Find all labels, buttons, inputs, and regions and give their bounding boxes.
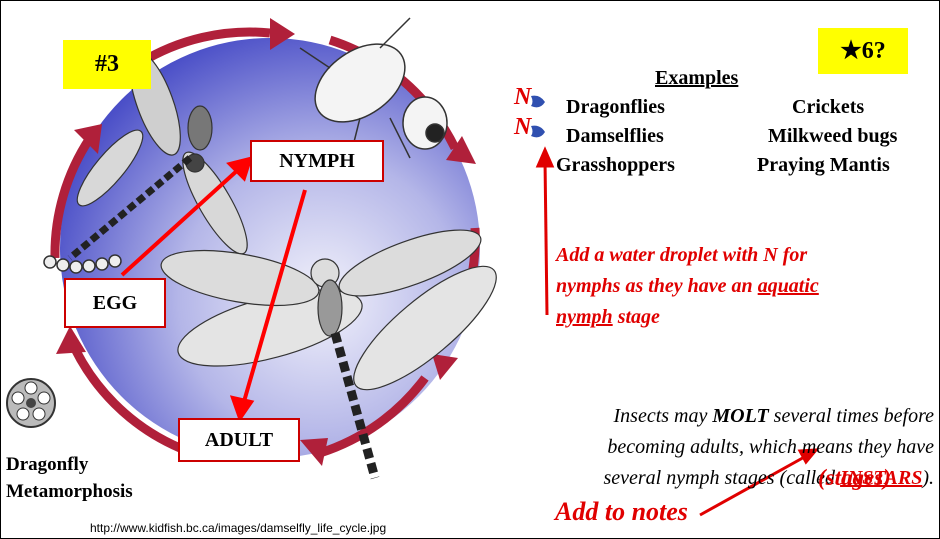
film-reel-icon[interactable] (4, 376, 58, 435)
example-right-3: Praying Mantis (757, 154, 890, 177)
note-line-1: Add a water droplet with N for (556, 240, 819, 271)
stage-label-adult: ADULT (178, 418, 300, 462)
stages-note: (stages) (818, 465, 891, 491)
molt-word: MOLT (712, 405, 768, 427)
note-nymph: nymph (556, 306, 613, 328)
examples-heading: Examples (655, 67, 738, 90)
note-stage: stage (613, 306, 660, 328)
example-right-1: Crickets (792, 96, 864, 119)
add-to-notes: Add to notes (555, 497, 688, 527)
slide-number-badge: #3 (63, 40, 151, 89)
water-droplet-icon (528, 122, 548, 142)
video-caption-line1[interactable]: Dragonfly (6, 451, 133, 478)
molt-line-3-post: ). (922, 467, 934, 489)
molt-line-1-post: several times before (769, 405, 934, 427)
stage-label-nymph: NYMPH (250, 140, 384, 182)
molt-line-2: becoming adults, which means they have (496, 432, 934, 463)
note-line-2: nymphs as they have an (556, 275, 758, 297)
source-url: http://www.kidfish.bc.ca/images/damselfl… (90, 521, 386, 535)
example-left-1: Dragonflies (566, 96, 665, 119)
example-right-2: Milkweed bugs (768, 125, 897, 148)
star-badge: ★6? (818, 28, 908, 74)
molt-line-3-pre: several nymph stages (called (603, 467, 840, 489)
stage-label-egg: EGG (64, 278, 166, 328)
note-aquatic: aquatic (758, 275, 819, 297)
aquatic-note: Add a water droplet with N for nymphs as… (556, 240, 819, 333)
example-left-2: Damselflies (566, 125, 664, 148)
molt-line-1-pre: Insects may (614, 405, 713, 427)
water-droplet-icon (528, 92, 548, 112)
video-caption-line2[interactable]: Metamorphosis (6, 478, 133, 505)
example-left-3: Grasshoppers (556, 154, 675, 177)
